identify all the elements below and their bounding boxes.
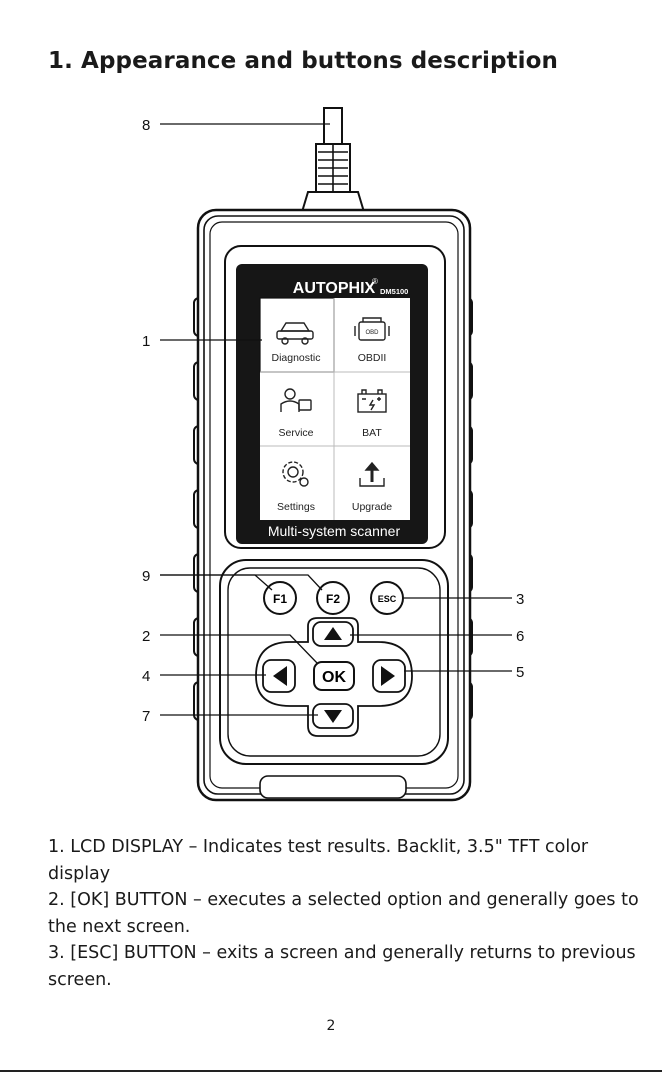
screen-tagline: Multi-system scanner [268, 523, 401, 539]
lcd-display: AUTOPHIX ® DM5100 Diagnostic OBD OBDII S… [236, 264, 428, 544]
callout-lines [160, 123, 512, 716]
menu-item-service[interactable]: Service [278, 427, 313, 439]
callout-2: 2 [142, 628, 150, 645]
down-arrow-icon [324, 710, 342, 723]
svg-text:ESC: ESC [378, 594, 397, 604]
svg-text:OK: OK [322, 669, 346, 686]
up-button[interactable] [312, 621, 354, 647]
page-number: 2 [326, 1018, 336, 1034]
callout-7: 7 [142, 708, 150, 725]
svg-text:F2: F2 [326, 592, 340, 606]
description-lcd: 1. LCD DISPLAY – Indicates test results.… [48, 837, 589, 884]
gear-icon [282, 461, 309, 487]
car-icon [276, 322, 314, 345]
callout-numbers: 8 1 9 2 4 7 3 6 5 [142, 117, 524, 725]
left-button[interactable] [262, 659, 296, 693]
upload-icon [359, 461, 385, 487]
esc-button[interactable]: ESC [370, 581, 404, 615]
model-label: DM5100 [380, 287, 408, 296]
engine-icon: OBD [354, 317, 390, 341]
menu-item-diagnostic[interactable]: Diagnostic [271, 352, 320, 364]
menu-item-upgrade[interactable]: Upgrade [352, 501, 392, 513]
callout-4: 4 [142, 668, 150, 685]
right-button[interactable] [372, 659, 406, 693]
keypad: F1 F2 ESC OK [255, 581, 413, 737]
callout-8: 8 [142, 117, 150, 134]
callout-6: 6 [516, 628, 524, 645]
registered-mark: ® [372, 277, 378, 286]
down-button[interactable] [312, 703, 354, 729]
svg-text:OBD: OBD [365, 330, 379, 336]
ok-button[interactable]: OK [313, 661, 355, 691]
battery-icon [357, 389, 387, 413]
description-ok: 2. [OK] BUTTON – executes a selected opt… [48, 890, 639, 937]
f2-button[interactable]: F2 [316, 581, 350, 615]
brand-logo: AUTOPHIX [293, 280, 376, 297]
callout-9: 9 [142, 568, 150, 585]
description-esc: 3. [ESC] BUTTON – exits a screen and gen… [48, 943, 636, 990]
menu-item-bat[interactable]: BAT [362, 427, 382, 439]
up-arrow-icon [324, 627, 342, 640]
obd-cable [300, 107, 366, 213]
menu-item-settings[interactable]: Settings [277, 501, 315, 513]
device-illustration: AUTOPHIX ® DM5100 Diagnostic OBD OBDII S… [142, 107, 524, 802]
menu-item-obdii[interactable]: OBDII [358, 352, 387, 364]
svg-text:F1: F1 [273, 592, 287, 606]
callout-5: 5 [516, 664, 524, 681]
callout-3: 3 [516, 591, 524, 608]
right-arrow-icon [381, 666, 395, 686]
left-arrow-icon [273, 666, 287, 686]
button-descriptions: 1. LCD DISPLAY – Indicates test results.… [48, 834, 648, 993]
mechanic-icon [280, 388, 312, 412]
callout-1: 1 [142, 333, 150, 350]
page-title: 1. Appearance and buttons description [48, 48, 558, 74]
page-divider [0, 1070, 662, 1072]
